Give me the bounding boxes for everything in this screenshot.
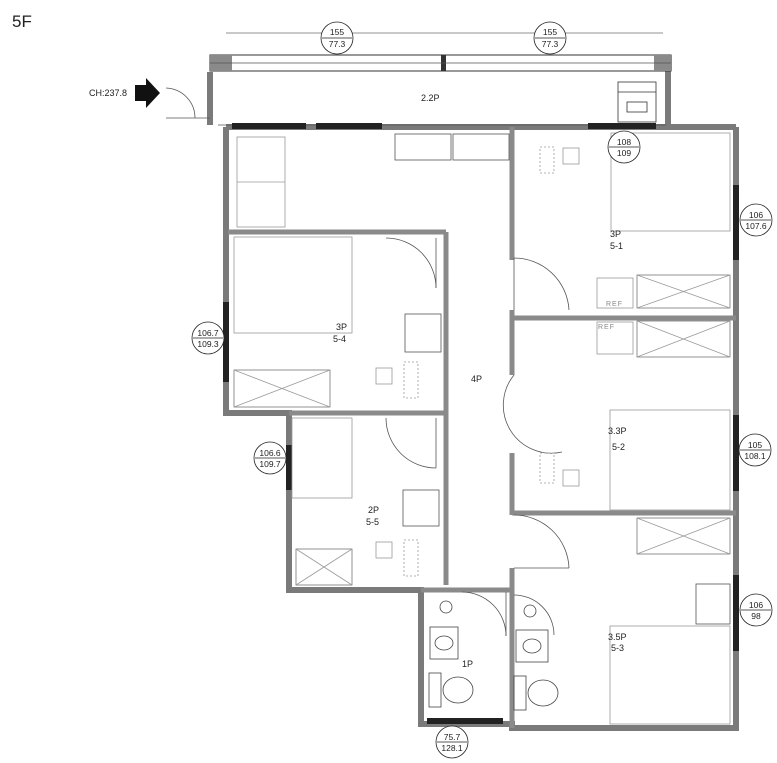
room-area-balcony: 2.2P [421, 93, 440, 103]
dim-top-left-height: 77.3 [329, 39, 346, 49]
dim-5-3-side-width: 106 [749, 600, 763, 610]
dim-5-1-top-height: 109 [617, 148, 631, 158]
dim-5-1-side-width: 106 [749, 210, 763, 220]
window-frames [223, 123, 739, 724]
dim-bath-bottom-height: 128.1 [441, 743, 463, 753]
floor-label: 5F [12, 12, 32, 31]
dim-5-4-side-height: 109.3 [197, 339, 219, 349]
fridge-label-5-1: REF [606, 301, 623, 308]
room-area-bath: 1P [462, 659, 473, 669]
dim-bath-bottom-width: 75.7 [444, 732, 461, 742]
interior-walls [228, 127, 736, 728]
room-area-5-1: 3P [610, 229, 621, 239]
room-area-5-2: 3.3P [608, 426, 627, 436]
window-dimension-values: 155 77.3 155 77.3 108 109 106 107.6 105 … [197, 27, 767, 753]
room-name-5-2: 5-2 [612, 442, 625, 452]
room-area-5-5: 2P [368, 505, 379, 515]
outer-walls [207, 58, 739, 731]
room-area-living: 4P [471, 374, 482, 384]
window-dimension-dividers [193, 37, 771, 743]
room-labels: 2.2P 4P 3P 5-1 3.3P 5-2 3.5P 5-3 3P 5-4 … [333, 93, 627, 669]
dim-5-5-side-height: 109.7 [259, 459, 281, 469]
dim-5-2-side-width: 105 [748, 440, 762, 450]
room-name-5-5: 5-5 [366, 517, 379, 527]
ceiling-height-label: CH:237.8 [89, 88, 128, 98]
fridge-label-5-2: REF [598, 324, 615, 331]
dim-top-right-height: 77.3 [542, 39, 559, 49]
dim-5-3-side-height: 98 [751, 611, 761, 621]
dim-top-left-width: 155 [330, 27, 344, 37]
room-area-5-4: 3P [336, 322, 347, 332]
room-name-5-4: 5-4 [333, 334, 346, 344]
furniture [233, 81, 731, 725]
dim-top-right-width: 155 [543, 27, 557, 37]
dim-5-5-side-width: 106.6 [259, 448, 281, 458]
room-name-5-3: 5-3 [611, 643, 624, 653]
room-area-5-3: 3.5P [608, 632, 627, 642]
door-swings [165, 87, 570, 637]
dim-5-1-top-width: 108 [617, 137, 631, 147]
dim-5-4-side-width: 106.7 [197, 328, 219, 338]
dim-5-2-side-height: 108.1 [744, 451, 766, 461]
dim-5-1-side-height: 107.6 [745, 221, 767, 231]
balcony-rail [209, 54, 672, 126]
room-name-5-1: 5-1 [610, 241, 623, 251]
entrance-arrow-icon [135, 78, 160, 108]
